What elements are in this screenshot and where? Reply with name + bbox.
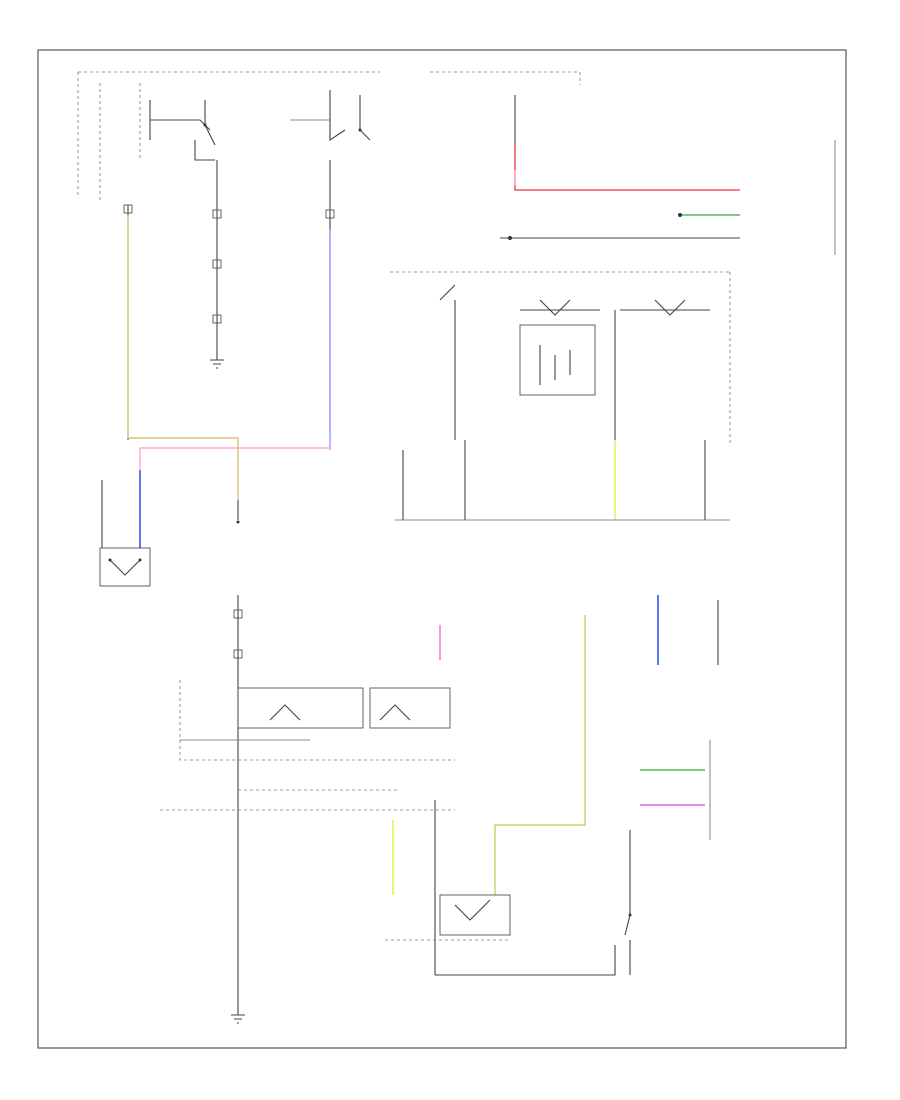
wire-green-top-right: [500, 213, 740, 240]
wire-tan: [127, 215, 239, 500]
relay-assembly-bottom: [385, 800, 616, 976]
switch-bottom-right: [624, 830, 632, 975]
wire-pink: [139, 447, 330, 470]
switch-bank-right: [390, 271, 731, 445]
diagram-frame: [37, 49, 847, 1049]
fuse-block-top-left: [77, 71, 380, 200]
relay-switch-left: [149, 100, 216, 161]
component-bottom-left: [99, 547, 151, 587]
switch-box-lower: [179, 680, 455, 761]
relay-switch-center: [290, 90, 371, 142]
wire-red-top-right: [514, 95, 740, 191]
ground-symbol-bottom: [231, 985, 245, 1024]
ground-symbol-left: [210, 359, 224, 369]
wire-mid-left: [402, 440, 466, 520]
wire-column-left: [123, 160, 335, 440]
wire-yellow-green-lower: [494, 615, 586, 895]
fuse-block-top-right: [430, 71, 581, 85]
